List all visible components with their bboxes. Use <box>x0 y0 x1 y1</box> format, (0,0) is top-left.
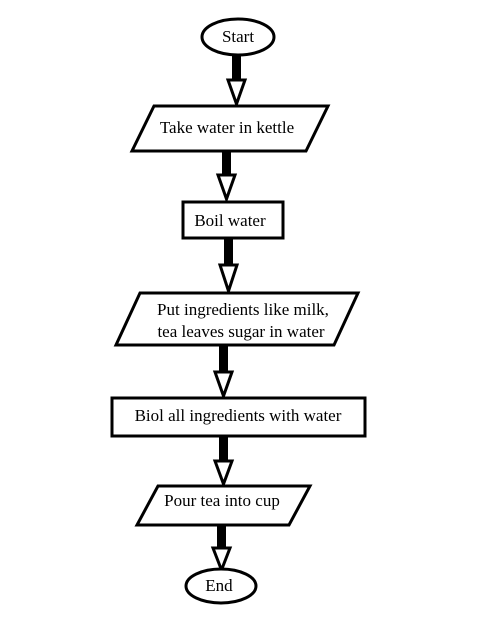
arrow-step1-to-step2 <box>215 152 238 204</box>
start-label: Start <box>222 27 254 46</box>
arrow-step4-to-step5 <box>212 437 235 489</box>
arrow-step5-to-end <box>210 526 233 575</box>
step3-input-shape <box>113 291 361 347</box>
arrow-step2-to-step3 <box>217 239 240 296</box>
step2-process-box <box>181 200 285 240</box>
step4-process-box <box>110 396 367 438</box>
step4-label: Biol all ingredients with water <box>135 406 342 425</box>
arrow-step3-to-step4 <box>212 346 235 401</box>
step5-label: Pour tea into cup <box>164 491 280 510</box>
step3-label-line1: Put ingredients like milk, <box>157 300 329 319</box>
step5-output-shape <box>134 484 313 527</box>
end-label: End <box>205 576 233 595</box>
step1-input-shape <box>129 104 331 153</box>
start-terminal <box>200 17 276 57</box>
step3-label-line2: tea leaves sugar in water <box>157 322 324 341</box>
step2-label: Boil water <box>194 211 266 230</box>
step1-label: Take water in kettle <box>160 118 294 137</box>
arrow-start-to-step1 <box>225 56 248 109</box>
end-terminal <box>184 567 258 605</box>
